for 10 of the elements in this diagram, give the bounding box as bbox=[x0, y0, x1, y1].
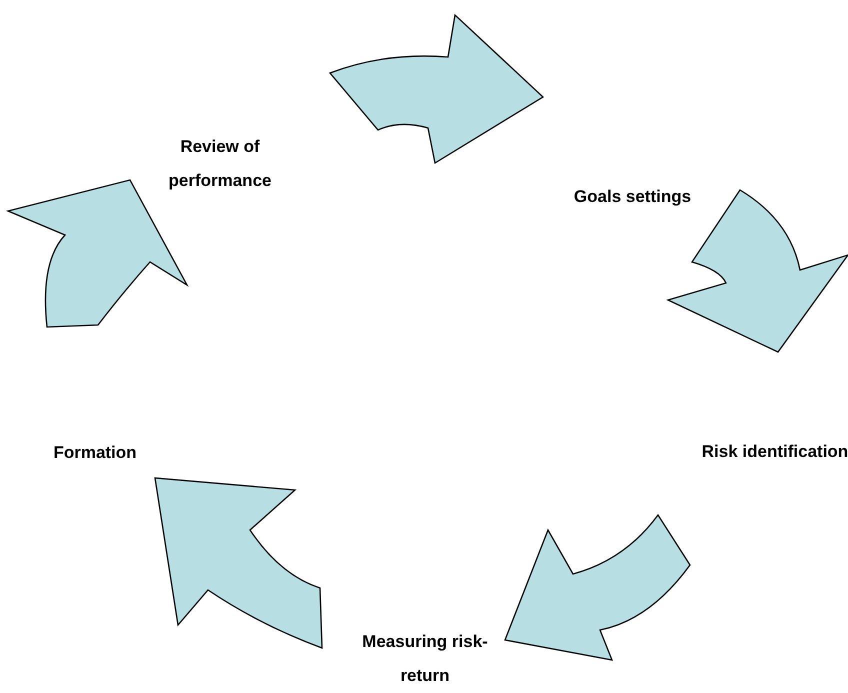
step-label: Measuring risk-return bbox=[361, 631, 489, 687]
step-label: Goals settings bbox=[572, 186, 692, 208]
step-label: Review of performance bbox=[168, 136, 272, 192]
step-label: Formation bbox=[52, 442, 138, 464]
cycle-arrow bbox=[154, 477, 323, 649]
cycle-arrow bbox=[7, 179, 188, 328]
cycle-arrow bbox=[667, 189, 848, 353]
cycle-arrow bbox=[329, 14, 544, 164]
step-label: Risk identification bbox=[700, 441, 848, 463]
cycle-arrow bbox=[504, 514, 691, 661]
